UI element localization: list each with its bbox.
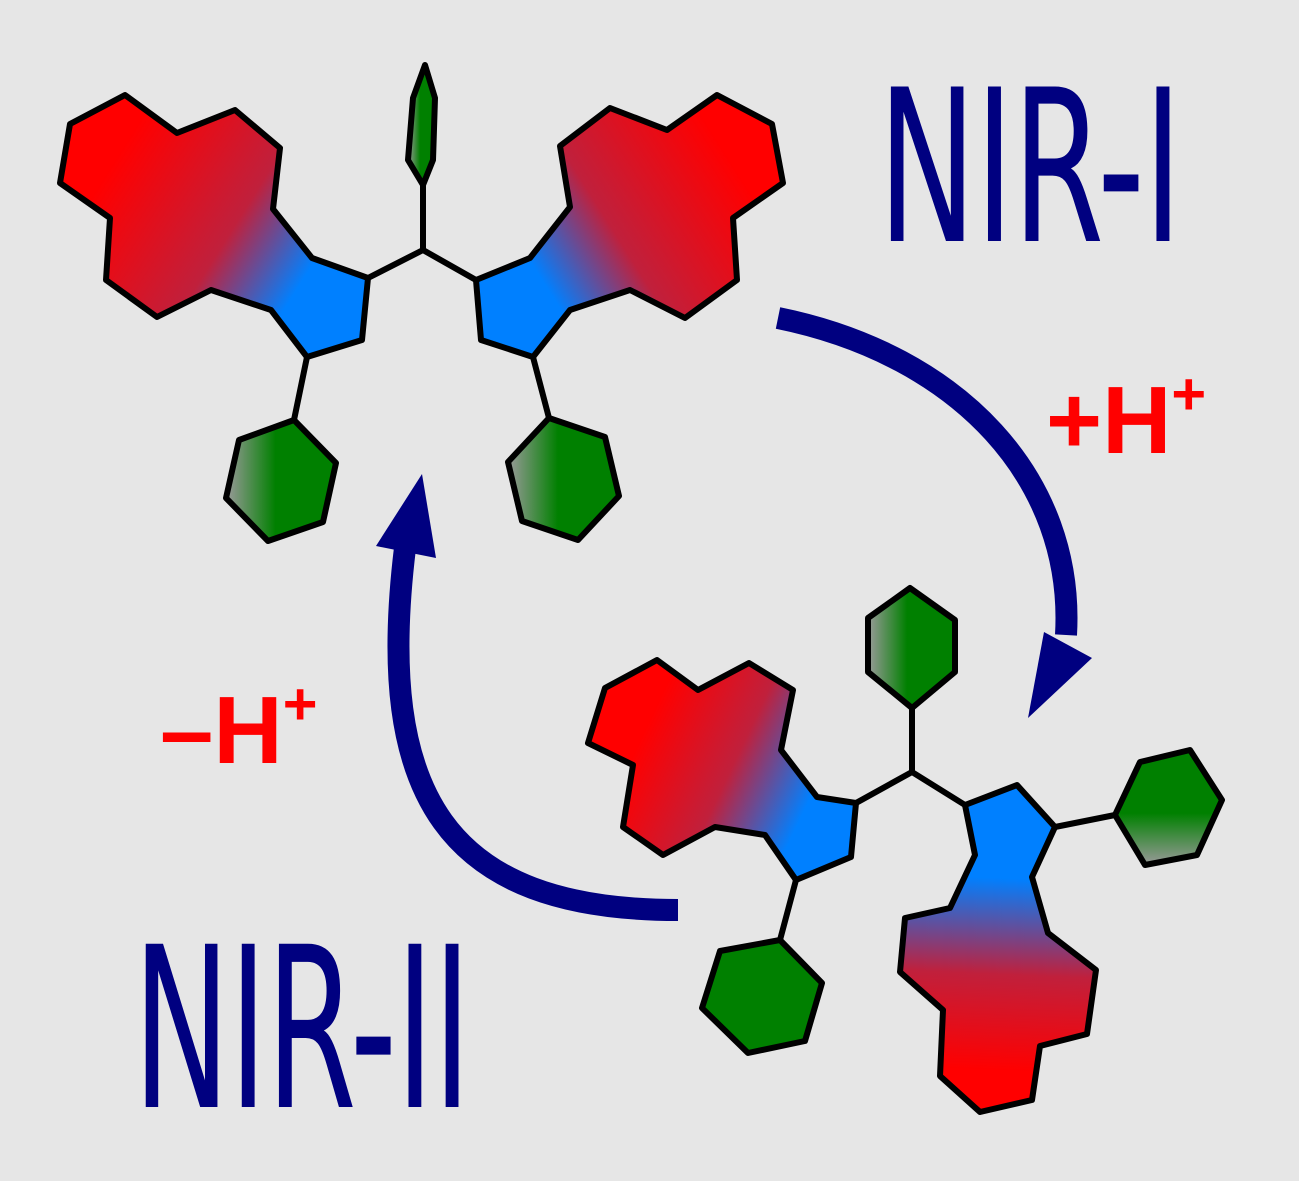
deprotonation-charge: + bbox=[282, 670, 318, 738]
bond bbox=[777, 877, 799, 943]
deprotonation-arrow-shaft bbox=[387, 546, 679, 921]
protonation-sign: + bbox=[1046, 367, 1103, 474]
nir-ii-label: NIR-II bbox=[133, 899, 471, 1160]
protonation-symbol: H bbox=[1102, 367, 1172, 474]
bond bbox=[909, 769, 968, 808]
protonation-charge: + bbox=[1171, 360, 1207, 428]
bond bbox=[365, 247, 426, 281]
protonation-arrow bbox=[775, 307, 1092, 718]
protonated-dye-structure bbox=[57, 62, 786, 544]
protonation-arrow-shaft bbox=[775, 307, 1078, 636]
neutral-dye-structure bbox=[585, 585, 1225, 1115]
deprotonation-sign: – bbox=[160, 677, 214, 784]
nir-i-label: NIR-I bbox=[878, 44, 1182, 291]
phenyl-ring-left-lower bbox=[699, 937, 825, 1056]
right-fused-ring bbox=[473, 92, 786, 360]
bond bbox=[1052, 812, 1118, 830]
bond bbox=[420, 247, 479, 283]
right-fused-ring-lower bbox=[897, 782, 1099, 1115]
left-fused-ring-lower bbox=[585, 657, 859, 883]
phenyl-ring-left bbox=[223, 417, 339, 544]
phenyl-ring-top-lower bbox=[865, 585, 958, 711]
deprotonation-arrow bbox=[376, 474, 679, 921]
protonation-arrow-head bbox=[1028, 632, 1092, 718]
left-fused-ring bbox=[57, 92, 371, 360]
phenyl-ring-top bbox=[405, 62, 438, 188]
bond bbox=[291, 354, 310, 423]
deprotonation-arrow-head bbox=[376, 474, 436, 558]
bond bbox=[530, 354, 552, 421]
phenyl-ring-right bbox=[505, 415, 622, 543]
deprotonation-symbol: H bbox=[213, 677, 283, 784]
protonation-label: +H+ bbox=[1046, 364, 1206, 469]
deprotonation-label: –H+ bbox=[160, 674, 317, 779]
bond bbox=[853, 769, 915, 806]
phenyl-ring-right-lower bbox=[1112, 747, 1225, 868]
